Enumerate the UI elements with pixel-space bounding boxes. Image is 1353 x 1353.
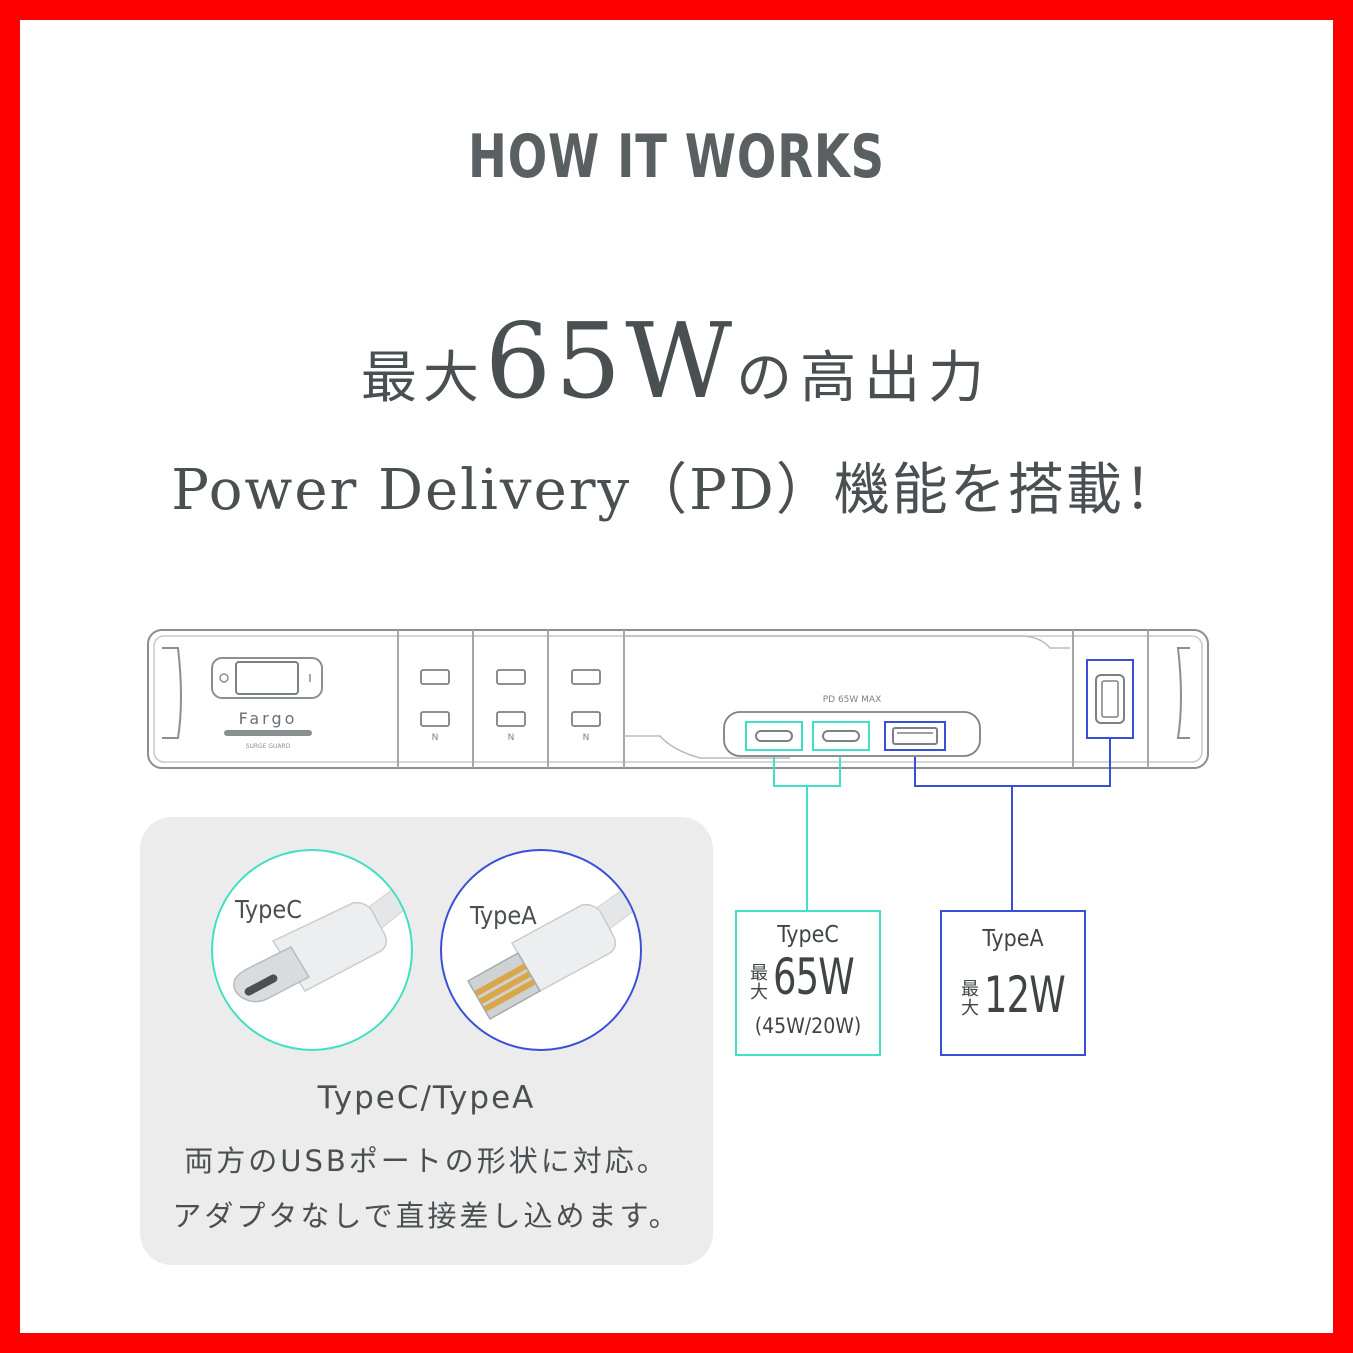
typec-spec-type: TypeC — [777, 922, 839, 948]
headline-watt: 65W — [484, 300, 737, 422]
typec-circle-label: TypeC — [235, 895, 302, 924]
svg-text:N: N — [583, 733, 590, 743]
typea-circle-label: TypeA — [470, 901, 537, 930]
usb-a-port-side — [1086, 659, 1134, 739]
usb-c-port — [812, 721, 870, 751]
panel-line-1: 両方のUSBポートの形状に対応。 — [184, 1144, 669, 1178]
pd-label: PD 65W MAX — [823, 695, 882, 705]
section-heading: HOW IT WORKS — [468, 122, 885, 192]
panel-title: TypeC/TypeA — [317, 1080, 536, 1116]
headline-max-prefix: 最大 — [360, 346, 485, 411]
typec-spec-watt: 65W — [773, 948, 855, 1006]
usb-c-port — [745, 721, 803, 751]
typea-spec-max: 最 大 — [961, 979, 979, 1019]
typec-circle: TypeC — [211, 849, 413, 1051]
headline-power: 最大65Wの高出力 — [0, 300, 1353, 422]
usb-c-plug-icon — [233, 875, 411, 1003]
usb-a-port — [884, 721, 946, 751]
ac-outlet: N — [496, 669, 526, 743]
surge-label: SURGE GUARD — [246, 743, 291, 750]
typea-circle: TypeA — [440, 849, 642, 1051]
typea-spec-type: TypeA — [982, 926, 1044, 952]
ac-outlet: N — [420, 669, 450, 743]
typec-spec-box: TypeC 最 大 65W (45W/20W) — [735, 910, 881, 1056]
panel-line-2: アダプタなしで直接差し込めます。 — [172, 1199, 681, 1233]
ac-outlet: N — [571, 669, 601, 743]
typea-spec-watt: 12W — [984, 966, 1066, 1024]
brand-logo: Fargo — [239, 709, 298, 728]
headline-suffix: の高出力 — [736, 346, 993, 411]
headline-pd: Power Delivery（PD）機能を搭載！ — [171, 458, 1182, 523]
usb-a-plug-icon — [466, 877, 640, 1021]
power-strip-illustration: Fargo SURGE GUARD N N N PD 65W MAX — [147, 629, 1209, 769]
typec-spec-max: 最 大 — [750, 963, 768, 1003]
svg-text:N: N — [432, 733, 439, 743]
typea-spec-box: TypeA 最 大 12W — [940, 910, 1086, 1056]
svg-text:N: N — [508, 733, 515, 743]
typec-spec-sub: (45W/20W) — [754, 1014, 862, 1038]
power-switch — [211, 657, 323, 699]
